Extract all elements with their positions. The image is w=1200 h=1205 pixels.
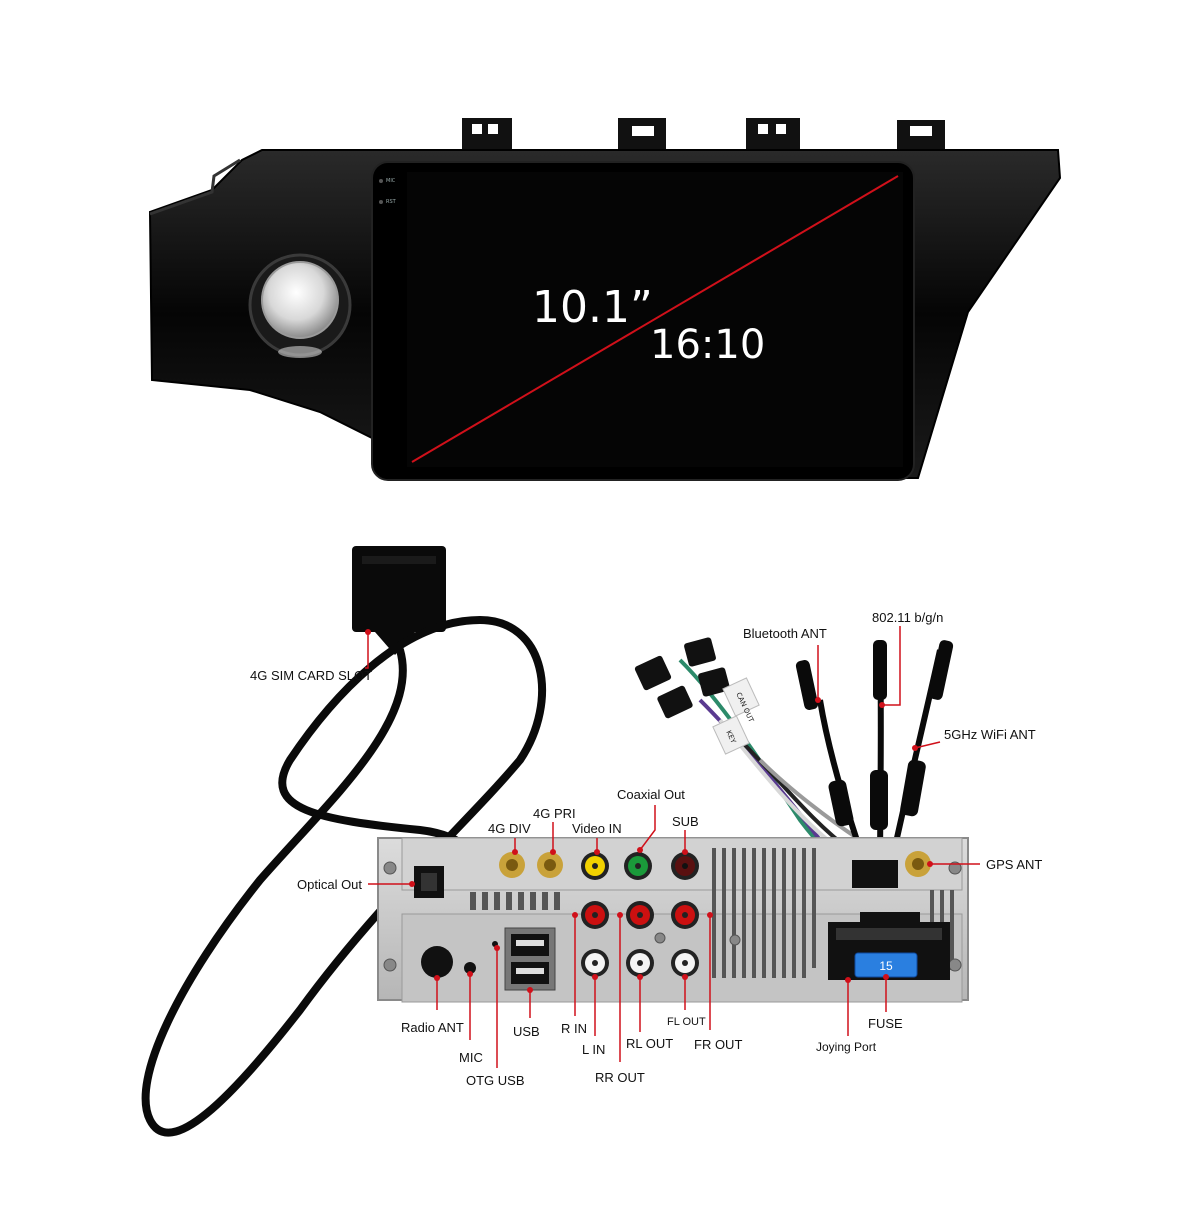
- rca-rl-out[interactable]: [626, 949, 654, 977]
- head-unit: [148, 118, 1062, 481]
- cable-tags: CAN OUT KEY: [712, 677, 760, 755]
- label-rr-out: RR OUT: [595, 1070, 645, 1085]
- radio-ant-port[interactable]: [421, 946, 453, 978]
- sma-4g-div[interactable]: [499, 852, 525, 878]
- callout-lines: [365, 626, 980, 1068]
- label-bluetooth-ant: Bluetooth ANT: [743, 626, 827, 641]
- rca-fl-out[interactable]: [671, 949, 699, 977]
- rca-r-in[interactable]: [581, 901, 609, 929]
- rca-sub[interactable]: [671, 852, 699, 880]
- label-rl-out: RL OUT: [626, 1036, 674, 1051]
- label-joying-port: Joying Port: [816, 1040, 877, 1054]
- sma-4g-pri[interactable]: [537, 852, 563, 878]
- label-fuse: FUSE: [868, 1016, 903, 1031]
- label-gps-ant: GPS ANT: [986, 857, 1043, 872]
- label-optical-out: Optical Out: [297, 877, 363, 892]
- label-4g-pri: 4G PRI: [533, 806, 576, 821]
- label-mic: MIC: [459, 1050, 483, 1065]
- label-coaxial-out: Coaxial Out: [617, 787, 685, 802]
- usb-ports[interactable]: [504, 927, 556, 991]
- sim-cable: [141, 615, 546, 1137]
- sim-card-box[interactable]: [352, 546, 446, 632]
- label-sim-slot: 4G SIM CARD SLOT: [250, 668, 373, 683]
- label-wifi-5: 5GHz WiFi ANT: [944, 727, 1036, 742]
- volume-knob[interactable]: [248, 253, 352, 358]
- rca-fr-out[interactable]: [671, 901, 699, 929]
- mic-hole-label: MIC: [386, 178, 396, 184]
- screen-ratio-label: 16:10: [650, 322, 766, 368]
- rca-rr-out[interactable]: [626, 901, 654, 929]
- diagonal-measure-line: [411, 175, 899, 463]
- mic-hole: [379, 179, 383, 183]
- label-fr-out: FR OUT: [694, 1037, 743, 1052]
- joying-port-connector[interactable]: [828, 912, 950, 980]
- sma-gps[interactable]: [905, 851, 931, 877]
- label-sub: SUB: [672, 814, 699, 829]
- label-otg-usb: OTG USB: [466, 1073, 525, 1088]
- mic-port[interactable]: [464, 962, 476, 974]
- label-r-in: R IN: [561, 1021, 587, 1036]
- label-4g-div: 4G DIV: [488, 821, 531, 836]
- back-chassis: 15: [377, 837, 969, 1003]
- label-fl-out: FL OUT: [667, 1016, 706, 1028]
- harness-plugs: [634, 637, 730, 719]
- rca-l-in[interactable]: [581, 949, 609, 977]
- mounting-tabs: [462, 118, 945, 154]
- callout-dots: [365, 629, 933, 993]
- rca-video-in[interactable]: [581, 852, 609, 880]
- label-usb: USB: [513, 1024, 540, 1039]
- rca-coaxial-out[interactable]: [624, 852, 652, 880]
- fuse[interactable]: 15: [854, 952, 918, 978]
- screen-size-label: 10.1”: [532, 282, 653, 333]
- rst-hole: [379, 200, 383, 204]
- antenna-tips: [795, 640, 954, 830]
- label-l-in: L IN: [582, 1042, 606, 1057]
- label-video-in: Video IN: [572, 821, 622, 836]
- label-wifi-24: 802.11 b/g/n: [872, 610, 944, 625]
- fuse-value: 15: [879, 959, 893, 973]
- rst-hole-label: RST: [386, 199, 396, 205]
- label-radio-ant: Radio ANT: [401, 1020, 464, 1035]
